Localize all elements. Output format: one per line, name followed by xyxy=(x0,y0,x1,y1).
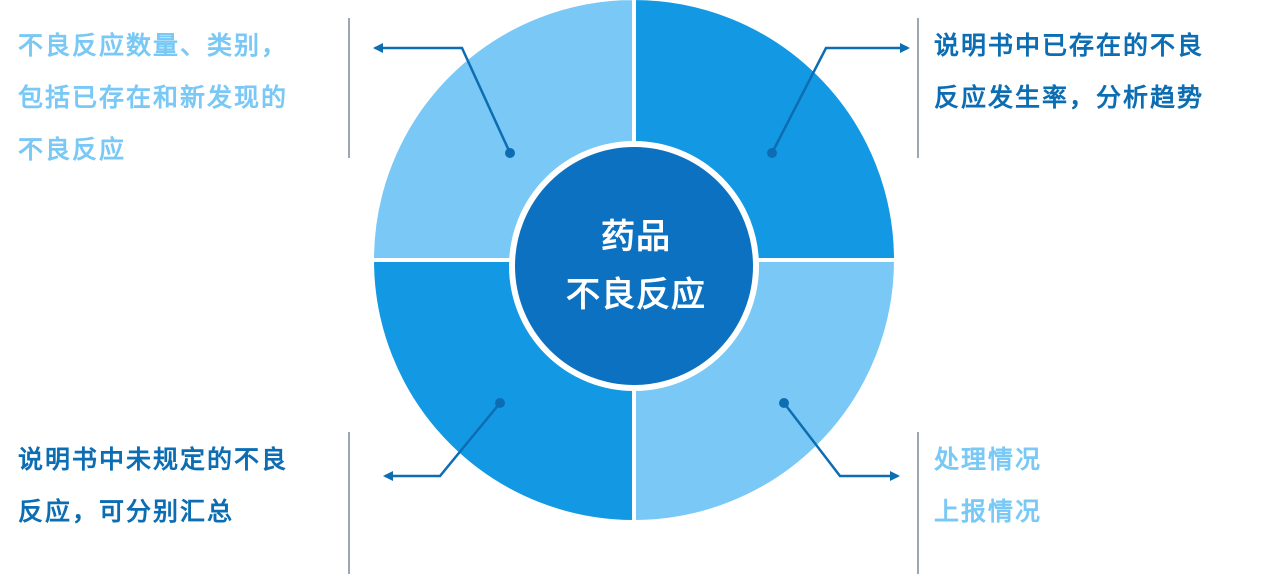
center-title-line-1: 药品 xyxy=(601,217,671,257)
divider-top-right xyxy=(917,18,919,158)
arrow-bottom-left xyxy=(383,402,501,481)
arrow-top-left xyxy=(373,43,512,154)
center-title: 药品 不良反应 xyxy=(516,208,756,324)
note-top-right-line-2: 反应发生率，分析趋势 xyxy=(934,83,1205,112)
divider-bottom-left xyxy=(348,432,350,574)
note-top-left-line-3: 不良反应 xyxy=(18,135,127,164)
divider-top-left xyxy=(348,18,350,158)
note-bottom-right-line-1: 处理情况 xyxy=(934,445,1043,474)
note-top-left: 不良反应数量、类别， 包括已存在和新发现的 不良反应 xyxy=(18,20,288,176)
note-top-right-line-1: 说明书中已存在的不良 xyxy=(934,31,1205,60)
note-bottom-left: 说明书中未规定的不良 反应，可分别汇总 xyxy=(18,434,288,538)
note-bottom-left-line-1: 说明书中未规定的不良 xyxy=(18,445,289,474)
center-circle xyxy=(509,141,759,391)
divider-bottom-right xyxy=(917,432,919,574)
note-top-left-line-1: 不良反应数量、类别， xyxy=(18,31,289,60)
arrow-bottom-right xyxy=(783,402,900,481)
note-bottom-right-line-2: 上报情况 xyxy=(934,497,1043,526)
note-bottom-left-line-2: 反应，可分别汇总 xyxy=(18,497,235,526)
note-bottom-right: 处理情况 上报情况 xyxy=(934,434,1042,538)
note-top-left-line-2: 包括已存在和新发现的 xyxy=(18,83,289,112)
center-title-line-2: 不良反应 xyxy=(566,275,706,315)
arrow-top-right xyxy=(770,43,910,154)
note-top-right: 说明书中已存在的不良 反应发生率，分析趋势 xyxy=(934,20,1204,124)
